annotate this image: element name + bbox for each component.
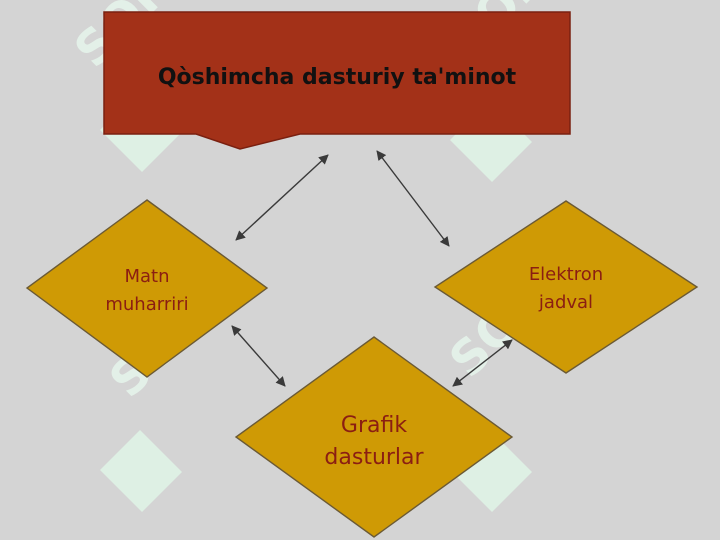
connector-elektron-grafik [452, 339, 513, 387]
node-label-grafik-line2: dasturlar [324, 445, 424, 470]
node-matn-muharriri: Matn muharriri [25, 199, 269, 378]
title-text: Qòshimcha dasturiy ta'minot [158, 65, 517, 90]
node-grafik-dasturlar: Grafik dasturlar [234, 336, 514, 538]
connectors [231, 150, 513, 387]
node-elektron-jadval: Elektron jadval [433, 200, 699, 374]
node-label-matn-line2: muharriri [105, 294, 188, 315]
diamond-grafik-dasturlar [234, 336, 514, 538]
node-label-grafik-line1: Grafik [341, 413, 407, 438]
connector-matn-grafik [231, 325, 286, 387]
diamond-matn-muharriri [25, 199, 269, 378]
title-callout: Qòshimcha dasturiy ta'minot [103, 11, 571, 150]
title-callout-shape [103, 11, 571, 150]
node-label-elektron-line2: jadval [538, 292, 593, 313]
connector-title-matn [235, 154, 329, 241]
diamond-elektron-jadval [433, 200, 699, 374]
connector-title-elektron [376, 150, 450, 247]
node-label-matn-line1: Matn [124, 266, 169, 287]
node-label-elektron-line1: Elektron [529, 264, 603, 285]
